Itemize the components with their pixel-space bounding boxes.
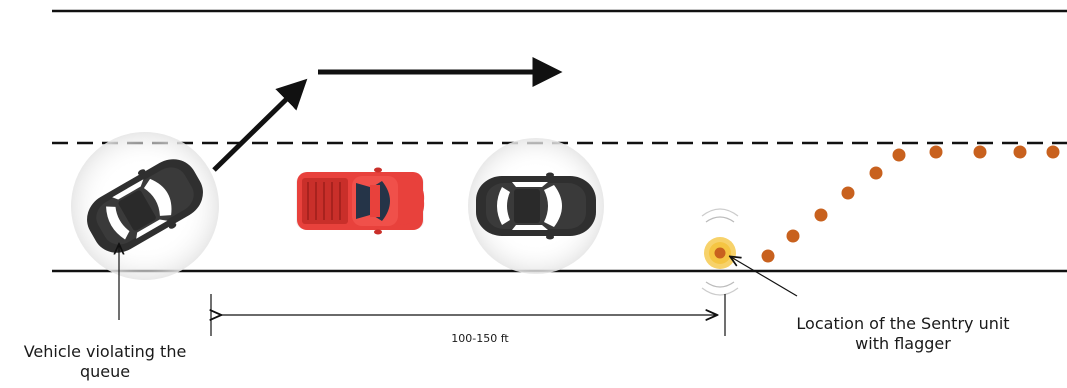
traffic-cone: [929, 145, 943, 159]
sentry-location-label: Location of the Sentry unit with flagger: [796, 314, 1010, 353]
traffic-cone: [1046, 145, 1060, 159]
violating-car: [71, 132, 219, 280]
red-pickup-truck: [296, 167, 425, 235]
lane-change-arrow: [212, 78, 308, 172]
sentry-pointer-arrow: [731, 257, 798, 297]
traffic-cone: [973, 145, 987, 159]
traffic-cone: [869, 166, 883, 180]
traffic-cone-taper: [761, 145, 1060, 263]
violating-vehicle-label: Vehicle violating the queue: [23, 342, 187, 381]
traffic-cone: [1013, 145, 1027, 159]
sentry-unit: [701, 208, 739, 296]
traffic-cone: [892, 148, 906, 162]
queued-car: [468, 138, 604, 274]
traffic-cone: [786, 229, 800, 243]
distance-label: 100-150 ft: [451, 332, 509, 345]
traffic-cone: [761, 249, 775, 263]
traffic-cone: [841, 186, 855, 200]
traffic-cone: [814, 208, 828, 222]
